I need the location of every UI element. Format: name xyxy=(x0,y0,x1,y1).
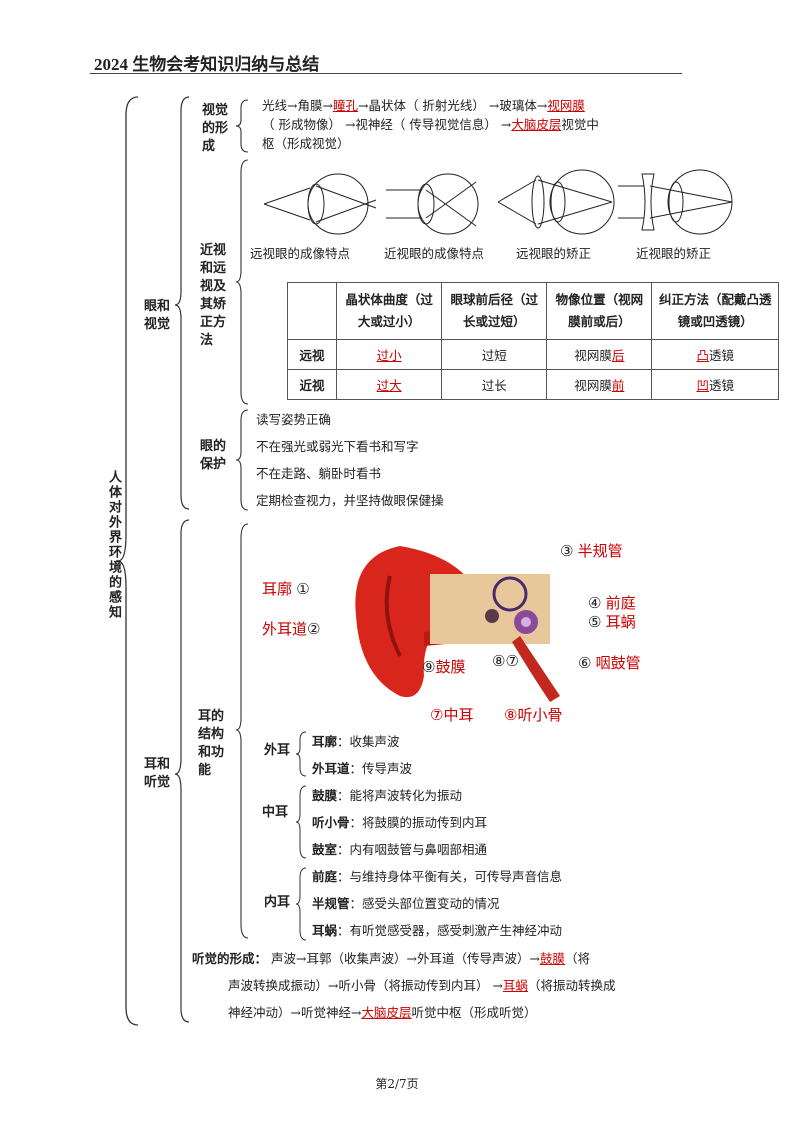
table-cell: 近视 xyxy=(287,369,337,400)
root-label: 人体对外界环境的感知 xyxy=(106,470,121,620)
inner-ear-group-label: 内耳 xyxy=(264,895,291,910)
formation-line-1: 光线→角膜→瞳孔→晶状体（ 折射光线） →玻璃体→视网膜 xyxy=(262,98,585,113)
caption-hyperopia-imaging: 远视眼的成像特点 xyxy=(250,246,351,261)
table-cell: 过短 xyxy=(441,339,548,370)
cochlea-label: ⑤ 耳蜗 xyxy=(588,614,636,631)
eye-brace xyxy=(175,96,190,510)
inner-ear-item: 半规管：感受头部位置变动的情况 xyxy=(312,896,500,911)
vision-comparison-table: 晶状体曲度（过大或过小） 眼球前后径（过长或过短） 物像位置（视网膜前或后） 纠… xyxy=(287,282,779,400)
protection-label: 眼的保护 xyxy=(200,439,227,472)
table-header-cell: 晶状体曲度（过大或过小） xyxy=(335,282,443,340)
middle-ear-group-label: 中耳 xyxy=(262,805,289,820)
myopia-imaging-diagram xyxy=(386,173,479,235)
ear-canal-label: 外耳道② xyxy=(262,621,321,638)
ear-structure-brace xyxy=(236,523,249,939)
inner-ear-item: 前庭：与维持身体平衡有关，可传导声音信息 xyxy=(312,869,563,884)
protection-item: 定期检查视力，并坚持做眼保健操 xyxy=(256,493,444,508)
middle-ear-item: 听小骨：将鼓膜的振动传到内耳 xyxy=(312,815,488,830)
pupil-term: 瞳孔 xyxy=(332,98,358,113)
page-number: 第2/7页 xyxy=(375,1077,419,1091)
table-row: 远视 过小 过短 视网膜后 凸透镜 xyxy=(287,339,779,370)
retina-term: 视网膜 xyxy=(547,98,585,113)
formation-brace xyxy=(236,99,249,153)
caption-hyperopia-correction: 远视眼的矫正 xyxy=(516,246,592,261)
hearing-line-3: 神经冲动）→听觉神经→大脑皮层听觉中枢（形成听觉） xyxy=(228,1005,537,1020)
hearing-label: 听觉的形成： xyxy=(192,951,268,966)
ear-structure-label: 耳的结构和功能 xyxy=(198,709,225,778)
cortex-term: 大脑皮层 xyxy=(511,117,562,132)
protection-item: 不在走路、躺卧时看书 xyxy=(256,466,382,481)
outer-ear-brace xyxy=(296,731,307,777)
table-cell: 凹透镜 xyxy=(651,369,779,400)
table-cell: 过长 xyxy=(441,369,548,400)
auditory-cortex-term: 大脑皮层 xyxy=(361,1005,412,1020)
page-title: 2024 生物会考知识归纳与总结 xyxy=(94,55,320,74)
table-header-cell: 物像位置（视网膜前或后） xyxy=(546,282,653,340)
ear-brace xyxy=(175,519,190,1023)
middle-ear-item: 鼓室：内有咽鼓管与鼻咽部相通 xyxy=(312,842,488,857)
middle-ear-label: ⑦中耳 xyxy=(430,707,474,724)
vestibule-label: ④ 前庭 xyxy=(588,595,636,612)
outer-ear-item: 耳廓：收集声波 xyxy=(312,734,400,749)
table-cell: 凸透镜 xyxy=(651,339,779,370)
table-header-cell xyxy=(287,282,337,340)
formation-line-3: 枢（形成视觉） xyxy=(262,136,350,151)
table-cell: 远视 xyxy=(287,339,337,370)
caption-myopia-imaging: 近视眼的成像特点 xyxy=(384,246,485,261)
root-brace xyxy=(118,96,139,1026)
myopia-brace xyxy=(236,159,249,405)
middle-ear-item: 鼓膜：能将声波转化为振动 xyxy=(312,788,463,803)
hearing-line-2: 声波转换成振动）→听小骨（将振动传到内耳） →耳蜗（将振动转换成 xyxy=(228,978,616,993)
myopia-correction-diagram xyxy=(618,169,733,235)
semicircular-label: ③ 半规管 xyxy=(560,543,623,560)
inner-ear-brace xyxy=(296,867,307,941)
eardrum-label: ⑨鼓膜 xyxy=(422,659,466,676)
table-header-cell: 眼球前后径（过长或过短） xyxy=(441,282,548,340)
table-header-row: 晶状体曲度（过大或过小） 眼球前后径（过长或过短） 物像位置（视网膜前或后） 纠… xyxy=(287,282,779,340)
formation-line-2: （ 形成物像） →视神经（ 传导视觉信息） →大脑皮层视觉中 xyxy=(262,117,599,132)
table-cell: 视网膜后 xyxy=(546,339,653,370)
outer-ear-item: 外耳道：传导声波 xyxy=(312,761,413,776)
ear-section-label: 耳和听觉 xyxy=(144,757,171,790)
table-cell: 过小 xyxy=(335,339,443,370)
myopia-label: 近视和远视及其矫正方法 xyxy=(200,243,227,348)
table-cell: 过大 xyxy=(335,369,443,400)
ossicle-number-labels: ⑧⑦ xyxy=(492,653,519,670)
hearing-line-1: 听觉的形成： 声波→耳郭（收集声波）→外耳道（传导声波）→鼓膜（将 xyxy=(192,951,590,966)
protection-brace xyxy=(236,409,249,511)
middle-ear-brace xyxy=(296,785,307,859)
outer-ear-label: 外耳 xyxy=(264,743,291,758)
protection-item: 读写姿势正确 xyxy=(256,412,332,427)
vision-formation-label: 视觉的形成 xyxy=(202,103,229,154)
auricle-label: 耳廓 ① xyxy=(262,581,310,598)
table-header-cell: 纠正方法（配戴凸透镜或凹透镜） xyxy=(651,282,779,340)
eustachian-label: ⑥ 咽鼓管 xyxy=(578,655,641,672)
caption-myopia-correction: 近视眼的矫正 xyxy=(636,246,712,261)
eye-section-label: 眼和视觉 xyxy=(144,299,171,332)
hyperopia-imaging-diagram xyxy=(263,173,377,235)
eardrum-term: 鼓膜 xyxy=(539,951,565,966)
hyperopia-correction-diagram xyxy=(497,169,615,235)
table-row: 近视 过大 过长 视网膜前 凹透镜 xyxy=(287,369,779,400)
table-cell: 视网膜前 xyxy=(546,369,653,400)
ossicles-label: ⑧听小骨 xyxy=(504,707,563,724)
header-divider xyxy=(90,73,682,74)
inner-ear-item: 耳蜗：有听觉感受器，感受刺激产生神经冲动 xyxy=(312,923,563,938)
cochlea-term: 耳蜗 xyxy=(502,978,528,993)
ear-anatomy-diagram xyxy=(355,546,560,702)
protection-item: 不在强光或弱光下看书和写字 xyxy=(256,439,419,454)
